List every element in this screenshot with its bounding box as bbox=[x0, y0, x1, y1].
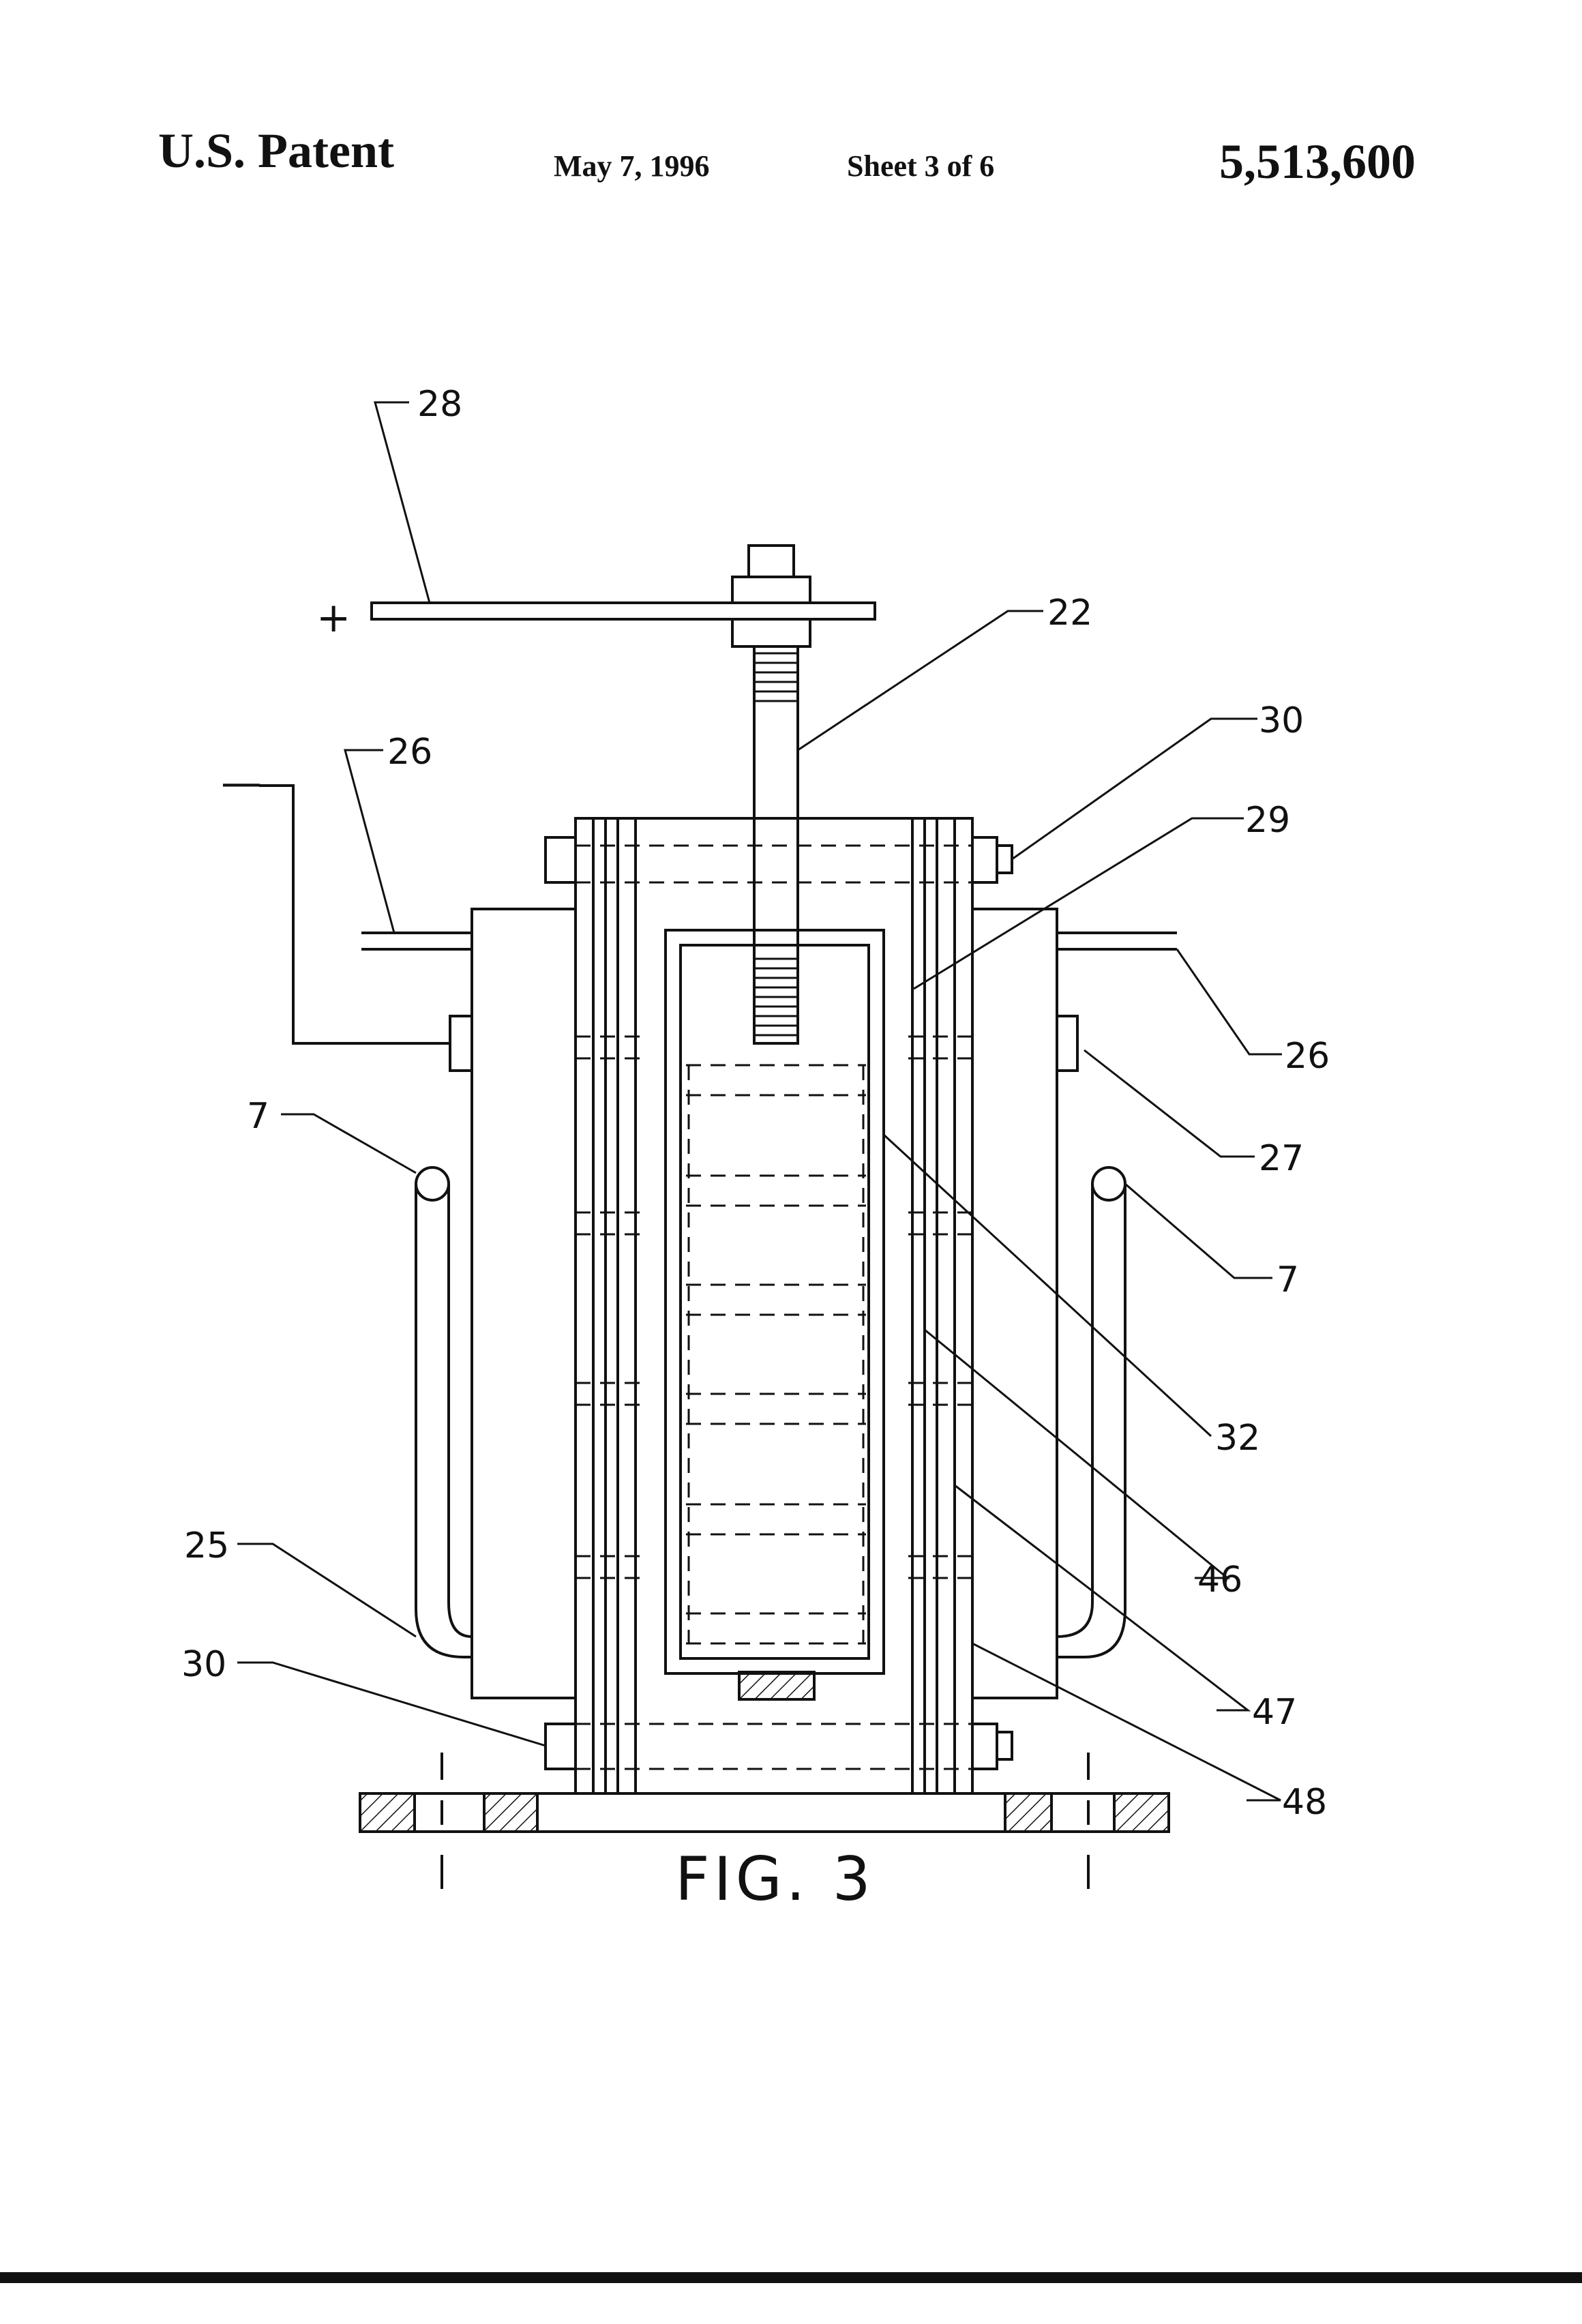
terminal-plate bbox=[372, 603, 875, 619]
upper-nut bbox=[732, 577, 810, 603]
negative-symbol: — bbox=[221, 759, 262, 807]
ref-27: 27 bbox=[1259, 1138, 1304, 1179]
ref-22: 22 bbox=[1047, 593, 1092, 634]
ref-32: 32 bbox=[1215, 1418, 1260, 1459]
ref-28: 28 bbox=[417, 384, 462, 425]
ref-47: 47 bbox=[1252, 1692, 1297, 1733]
ref-46: 46 bbox=[1197, 1560, 1242, 1600]
ref-7-right: 7 bbox=[1277, 1260, 1299, 1300]
lower-nut bbox=[732, 619, 810, 646]
ref-30-top: 30 bbox=[1259, 700, 1304, 741]
ref-30-bottom: 30 bbox=[181, 1644, 226, 1685]
ref-25: 25 bbox=[184, 1525, 229, 1566]
bolt-head bbox=[749, 546, 794, 577]
left-housing bbox=[472, 909, 576, 1698]
figure-caption: FIG. 3 bbox=[675, 1844, 875, 1914]
right-connector bbox=[1057, 1016, 1077, 1071]
ref-26-left: 26 bbox=[387, 732, 432, 773]
ref-7-left: 7 bbox=[247, 1096, 269, 1137]
negative-lead bbox=[259, 786, 450, 1043]
positive-symbol: + bbox=[316, 594, 350, 642]
right-housing bbox=[972, 909, 1057, 1698]
left-coolant-loop bbox=[416, 1184, 472, 1657]
ref-48: 48 bbox=[1282, 1782, 1327, 1823]
left-connector bbox=[450, 1016, 472, 1071]
ref-29: 29 bbox=[1245, 800, 1290, 841]
page-bottom-rule bbox=[0, 2272, 1582, 2283]
ref-26-right: 26 bbox=[1285, 1036, 1330, 1077]
